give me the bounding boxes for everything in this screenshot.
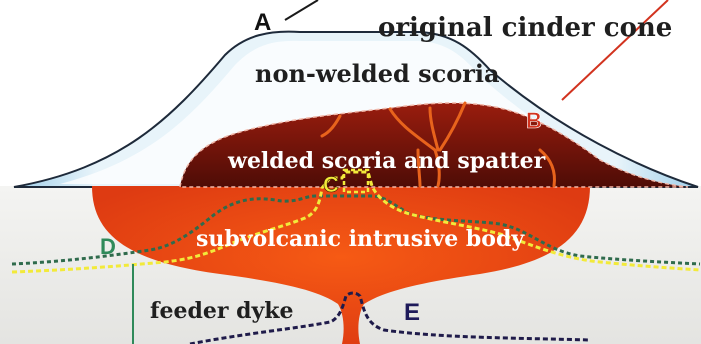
non-welded-scoria-label: non-welded scoria bbox=[255, 59, 500, 88]
marker-c: C bbox=[323, 172, 339, 197]
marker-a: A bbox=[254, 9, 271, 36]
feeder-dyke-label: feeder dyke bbox=[150, 298, 294, 324]
marker-d: D bbox=[100, 234, 116, 259]
pointer-line-a bbox=[285, 0, 318, 20]
marker-b: B bbox=[526, 108, 542, 133]
original-cinder-cone-label: original cinder cone bbox=[378, 13, 672, 43]
marker-e: E bbox=[404, 299, 420, 326]
welded-scoria-label: welded scoria and spatter bbox=[227, 148, 546, 174]
subvolcanic-intrusive-label: subvolcanic intrusive body bbox=[196, 226, 525, 252]
